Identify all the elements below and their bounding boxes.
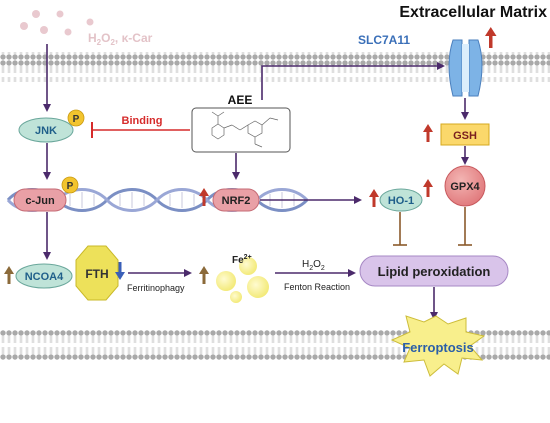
gpx4-label: GPX4 — [450, 181, 480, 193]
aee-label: AEE — [228, 93, 253, 107]
ncoa4-label: NCOA4 — [25, 271, 64, 283]
aee-to-slc7a11-arrow — [261, 62, 445, 100]
lipid-peroxidation-node: Lipid peroxidation — [359, 255, 509, 287]
fth-node: FTH — [75, 245, 119, 301]
slc7a11-transporter — [448, 39, 483, 97]
ferritinophagy-label: Ferritinophagy — [127, 283, 185, 293]
ferroptosis-node: Ferroptosis — [390, 315, 486, 377]
jnk-phospho-badge: P — [67, 109, 85, 127]
jnk-node: JNK — [18, 117, 74, 143]
gsh-up-arrow — [423, 124, 433, 142]
svg-text:P: P — [73, 114, 80, 125]
fth-down-arrow — [115, 262, 125, 280]
fe-label: Fe2+ — [232, 254, 252, 266]
extracellular-matrix-title: Extracellular Matrix — [399, 4, 547, 21]
nrf2-up-arrow — [199, 188, 209, 206]
h2o2-label: H2O2 — [302, 259, 325, 272]
stimulus-dots — [20, 10, 94, 36]
cjun-phospho-badge: P — [61, 176, 79, 194]
ferroptosis-label: Ferroptosis — [402, 340, 474, 355]
nrf2-label: NRF2 — [222, 195, 251, 207]
gsh-label: GSH — [453, 130, 477, 142]
ho1-label: HO-1 — [388, 195, 414, 207]
fenton-label: Fenton Reaction — [284, 282, 350, 292]
stimulus-label: H2O2, κ-Car — [88, 31, 153, 47]
binding-label: Binding — [122, 115, 163, 127]
fe-pool — [216, 257, 269, 303]
ncoa4-node: NCOA4 — [15, 263, 73, 289]
slc7a11-up-arrow — [485, 27, 497, 48]
ncoa4-up-arrow — [4, 266, 14, 284]
fth-label: FTH — [85, 267, 108, 281]
cjun-node: c-Jun — [13, 188, 67, 212]
cjun-label: c-Jun — [25, 195, 55, 207]
gpx4-up-arrow — [423, 179, 433, 197]
aee-structure — [191, 107, 291, 153]
gpx4-inhibits-lipid — [458, 207, 472, 246]
jnk-label: JNK — [35, 125, 57, 137]
fe-up-arrow — [199, 266, 209, 284]
ho1-inhibits-lipid — [393, 212, 407, 246]
ho1-node: HO-1 — [379, 188, 423, 212]
svg-text:P: P — [67, 181, 74, 192]
slc7a11-label: SLC7A11 — [358, 33, 410, 47]
gpx4-node: GPX4 — [444, 165, 486, 207]
ho1-up-arrow — [369, 189, 379, 207]
lipid-peroxidation-label: Lipid peroxidation — [378, 264, 491, 279]
gsh-node: GSH — [440, 123, 490, 146]
nrf2-node: NRF2 — [212, 188, 260, 212]
